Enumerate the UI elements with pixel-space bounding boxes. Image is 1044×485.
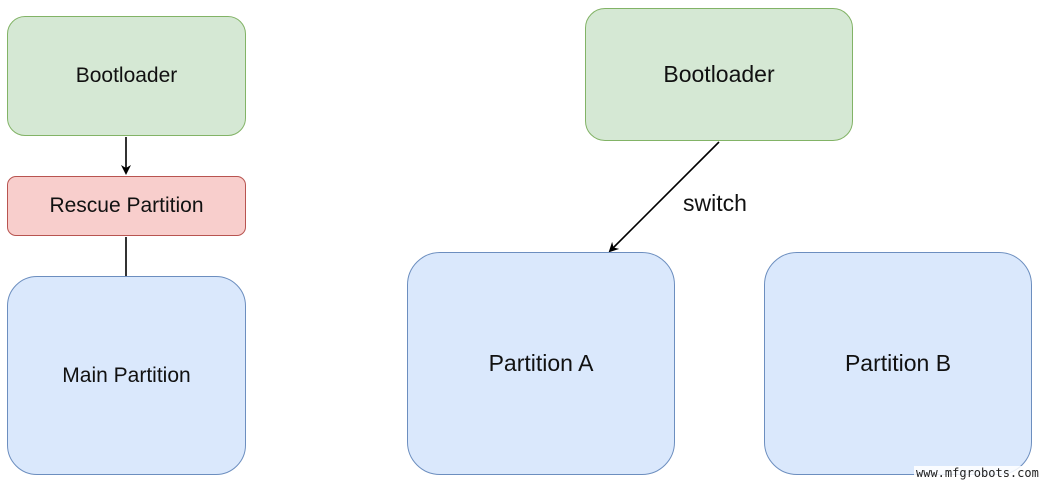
partition-b-box: Partition B bbox=[764, 252, 1032, 475]
switch-label: switch bbox=[683, 190, 747, 216]
main-partition-box: Main Partition bbox=[7, 276, 246, 475]
arrow-bootloader-to-partition-a bbox=[608, 141, 720, 253]
bootloader-label-left: Bootloader bbox=[75, 64, 178, 87]
bootloader-box-right: Bootloader bbox=[585, 8, 853, 141]
bootloader-label-right: Bootloader bbox=[663, 61, 775, 87]
main-partition-label: Main Partition bbox=[62, 363, 191, 387]
bootloader-box-left: Bootloader bbox=[7, 16, 246, 136]
watermark: www.mfgrobots.com bbox=[914, 466, 1041, 480]
rescue-partition-box: Rescue Partition bbox=[7, 176, 246, 236]
partition-b-label: Partition B bbox=[844, 350, 952, 376]
partition-a-box: Partition A bbox=[407, 252, 675, 475]
partition-a-label: Partition A bbox=[488, 350, 594, 376]
rescue-partition-label: Rescue Partition bbox=[49, 194, 204, 217]
